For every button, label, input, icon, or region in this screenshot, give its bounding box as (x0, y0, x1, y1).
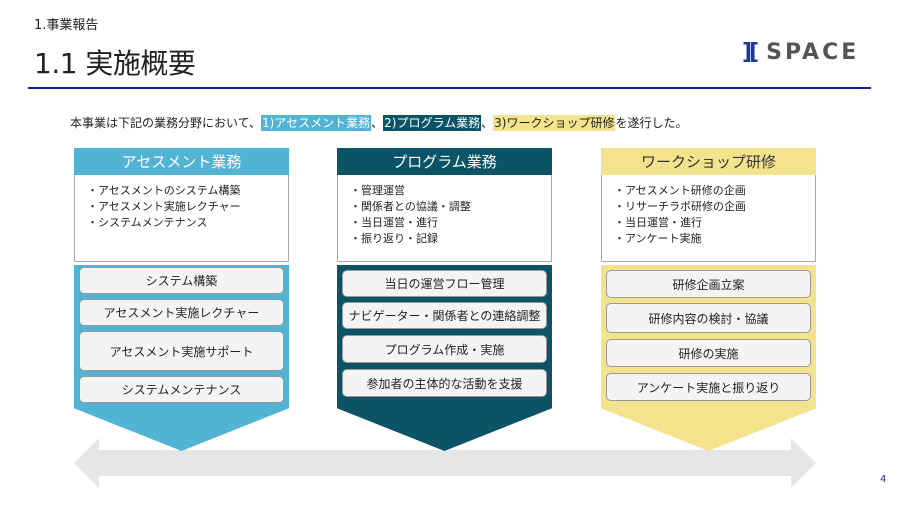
task-item: 研修内容の検討・協議 (606, 303, 811, 333)
column-assessment: アセスメント業務 ・アセスメントのシステム構築・アセスメント実施レクチャー・シス… (74, 148, 289, 262)
bullet-item: ・管理運営 (350, 184, 405, 197)
bullet-item: ・システムメンテナンス (87, 216, 208, 229)
task-item: システム構築 (79, 267, 284, 294)
intro-prefix: 本事業は下記の業務分野において、 (70, 116, 262, 130)
task-item: ナビゲーター・関係者との連絡調整 (342, 302, 547, 329)
logo: ][ SPACE (742, 40, 859, 65)
task-item: 当日の運営フロー管理 (342, 270, 547, 297)
column-header: アセスメント業務 (74, 148, 289, 175)
bullet-box: ・アセスメント研修の企画・リサーチラボ研修の企画・当日運営・進行・アンケート実施 (601, 175, 816, 262)
bullet-item: ・関係者との協議・調整 (350, 200, 471, 213)
task-item: プログラム作成・実施 (342, 335, 547, 363)
task-item: 研修の実施 (606, 339, 811, 367)
bullet-item: ・当日運営・進行 (350, 216, 438, 229)
logo-text: SPACE (766, 40, 860, 65)
column-workshop: ワークショップ研修 ・アセスメント研修の企画・リサーチラボ研修の企画・当日運営・… (601, 148, 816, 262)
intro-suffix: を遂行した。 (615, 116, 688, 130)
bullet-item: ・当日運営・進行 (614, 216, 702, 229)
title-divider (28, 87, 871, 89)
intro-text: 本事業は下記の業務分野において、1)アセスメント業務、2)プログラム業務、3)ワ… (70, 114, 687, 131)
section-label: 1.事業報告 (34, 18, 99, 33)
double-arrow-icon (74, 438, 816, 488)
highlight-program: 2)プログラム業務 (383, 115, 482, 131)
bullet-item: ・アセスメントのシステム構築 (87, 184, 241, 197)
bullet-item: ・アンケート実施 (614, 232, 702, 245)
task-item: 参加者の主体的な活動を支援 (342, 369, 547, 397)
highlight-assessment: 1)アセスメント業務 (261, 115, 372, 131)
page-number: 4 (880, 474, 887, 485)
column-header: プログラム業務 (337, 148, 552, 175)
column-header: ワークショップ研修 (601, 148, 816, 175)
bullet-item: ・リサーチラボ研修の企画 (614, 200, 746, 213)
column-program: プログラム業務 ・管理運営・関係者との協議・調整・当日運営・進行・振り返り・記録 (337, 148, 552, 262)
bullet-box: ・アセスメントのシステム構築・アセスメント実施レクチャー・システムメンテナンス (74, 175, 289, 262)
task-item: 研修企画立案 (606, 270, 811, 298)
bullet-item: ・アセスメント実施レクチャー (87, 200, 241, 213)
logo-mark-icon: ][ (742, 40, 759, 65)
task-item: アンケート実施と振り返り (606, 373, 811, 401)
bullet-item: ・アセスメント研修の企画 (614, 184, 746, 197)
task-item: アセスメント実施サポート (79, 331, 284, 371)
sep: 、 (371, 116, 384, 130)
highlight-workshop: 3)ワークショップ研修 (493, 115, 616, 131)
task-item: システムメンテナンス (79, 376, 284, 403)
page-title: 1.1 実施概要 (34, 47, 196, 80)
bullet-box: ・管理運営・関係者との協議・調整・当日運営・進行・振り返り・記録 (337, 175, 552, 262)
sep: 、 (481, 116, 494, 130)
task-item: アセスメント実施レクチャー (79, 299, 284, 326)
bullet-item: ・振り返り・記録 (350, 232, 438, 245)
